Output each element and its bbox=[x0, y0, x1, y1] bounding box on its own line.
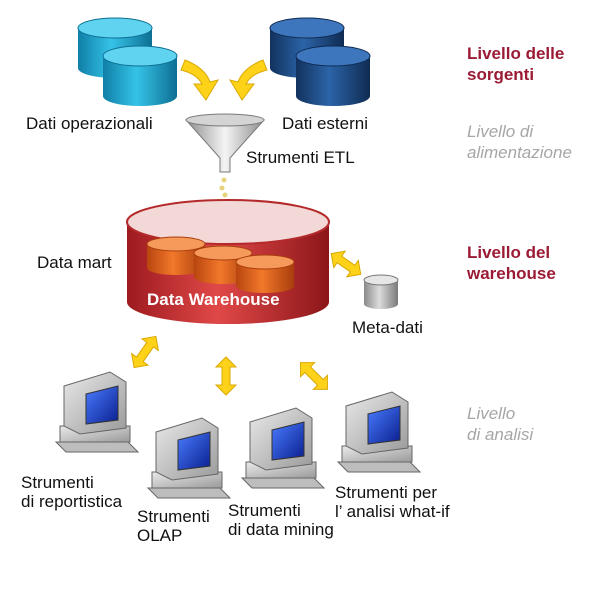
tool-data-mining-line2: di data mining bbox=[228, 520, 334, 539]
arrow-warehouse-metadata bbox=[330, 250, 362, 278]
level-warehouse-line1: Livello del bbox=[467, 243, 551, 262]
data-warehouse-title: Data Warehouse bbox=[147, 290, 280, 309]
arrow-warehouse-whatif bbox=[300, 362, 328, 390]
level-analisi-line2: di analisi bbox=[467, 425, 534, 444]
level-warehouse-line2: warehouse bbox=[467, 264, 556, 283]
data-mart-3 bbox=[235, 254, 295, 293]
tool-data-mining-line1: Strumenti bbox=[228, 501, 301, 520]
metadata-db bbox=[363, 274, 399, 309]
level-sorgenti-line2: sorgenti bbox=[467, 65, 535, 84]
arrow-warehouse-olap bbox=[214, 356, 238, 396]
operational-db-front bbox=[102, 45, 178, 106]
level-alimentazione-line2: alimentazione bbox=[467, 143, 572, 162]
tool-olap-line2: OLAP bbox=[137, 526, 183, 545]
tool-whatif-line2: l’ analisi what-if bbox=[335, 502, 450, 521]
arrow-warehouse-reporting bbox=[130, 335, 160, 369]
computer-whatif bbox=[336, 391, 422, 473]
etl-tools-label: Strumenti ETL bbox=[246, 148, 355, 167]
operational-data-label: Dati operazionali bbox=[26, 114, 153, 133]
metadata-label: Meta-dati bbox=[352, 318, 423, 337]
arrow-sources-left bbox=[180, 59, 220, 101]
level-analisi-line1: Livello bbox=[467, 404, 516, 423]
tool-reporting-line1: Strumenti bbox=[21, 473, 94, 492]
tool-reporting-line2: di reportistica bbox=[21, 492, 123, 511]
computer-reporting bbox=[54, 371, 140, 453]
arrow-sources-right bbox=[228, 59, 268, 101]
computer-data-mining bbox=[240, 407, 326, 489]
tool-whatif-line1: Strumenti per bbox=[335, 483, 438, 502]
level-sorgenti-line1: Livello delle bbox=[467, 44, 565, 63]
data-mart-label: Data mart bbox=[37, 253, 112, 272]
level-alimentazione-line1: Livello di bbox=[467, 122, 534, 141]
tool-olap-line1: Strumenti bbox=[137, 507, 210, 526]
computer-olap bbox=[146, 417, 232, 499]
etl-funnel bbox=[184, 113, 266, 198]
external-db-front bbox=[295, 45, 371, 106]
data-mart-1 bbox=[146, 236, 206, 275]
external-data-label: Dati esterni bbox=[282, 114, 368, 133]
